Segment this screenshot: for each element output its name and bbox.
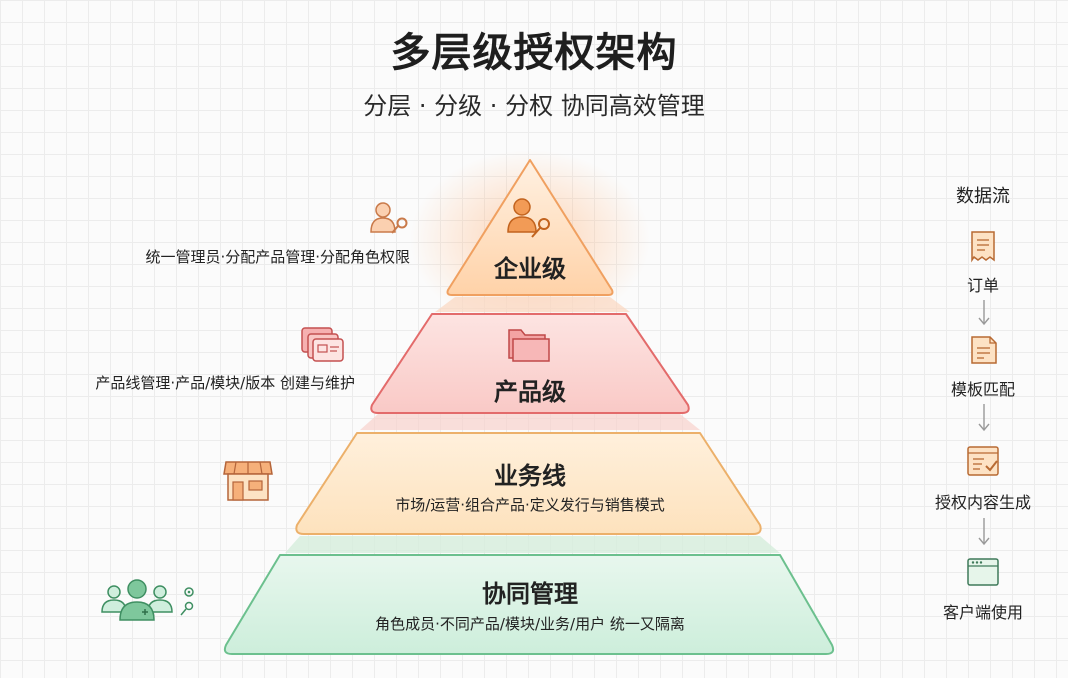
folder-icon xyxy=(508,329,550,362)
dataflow-step-order: 订单 xyxy=(966,276,999,295)
page-subtitle: 分层 · 分级 · 分权 协同高效管理 xyxy=(363,92,705,120)
checklist-icon xyxy=(967,446,999,476)
tier-product-shape xyxy=(370,313,690,414)
tier-enterprise-title: 企业级 xyxy=(494,255,566,283)
tier-collab-description: 角色成员·不同产品/模块/业务/用户 统一又隔离 xyxy=(375,615,685,633)
tier-collab-title: 协同管理 xyxy=(482,580,578,608)
dataflow-step-client-use: 客户端使用 xyxy=(942,603,1023,622)
tier-product-description: 产品线管理·产品/模块/版本 创建与维护 xyxy=(95,374,355,392)
receipt-icon xyxy=(971,231,995,263)
flow-arrow-icon xyxy=(978,518,990,546)
template-note-icon xyxy=(971,336,997,364)
user-key-side-icon xyxy=(370,202,408,234)
tier-business-description: 市场/运营·组合产品·定义发行与销售模式 xyxy=(395,496,665,514)
tier-enterprise-description: 统一管理员·分配产品管理·分配角色权限 xyxy=(145,248,410,266)
flow-arrow-icon xyxy=(978,300,990,326)
tier-business-shape xyxy=(295,432,762,535)
tier-business-title: 业务线 xyxy=(494,462,566,490)
user-key-icon xyxy=(507,198,550,238)
dataflow-step-license-generate: 授权内容生成 xyxy=(934,493,1031,512)
team-key-side-icon xyxy=(101,579,194,621)
tier-product-title: 产品级 xyxy=(494,378,566,406)
tier-collab-shape xyxy=(223,554,835,655)
dataflow-title: 数据流 xyxy=(956,186,1010,207)
flow-arrow-icon xyxy=(978,404,990,432)
connector-band xyxy=(435,297,630,312)
connector-band xyxy=(360,414,700,430)
client-window-icon xyxy=(967,558,999,586)
connector-band xyxy=(285,536,780,553)
storefront-side-icon xyxy=(223,461,273,501)
folder-cards-side-icon xyxy=(301,327,344,362)
page-title: 多层级授权架构 xyxy=(390,30,678,76)
dataflow-step-template-match: 模板匹配 xyxy=(950,380,1015,399)
